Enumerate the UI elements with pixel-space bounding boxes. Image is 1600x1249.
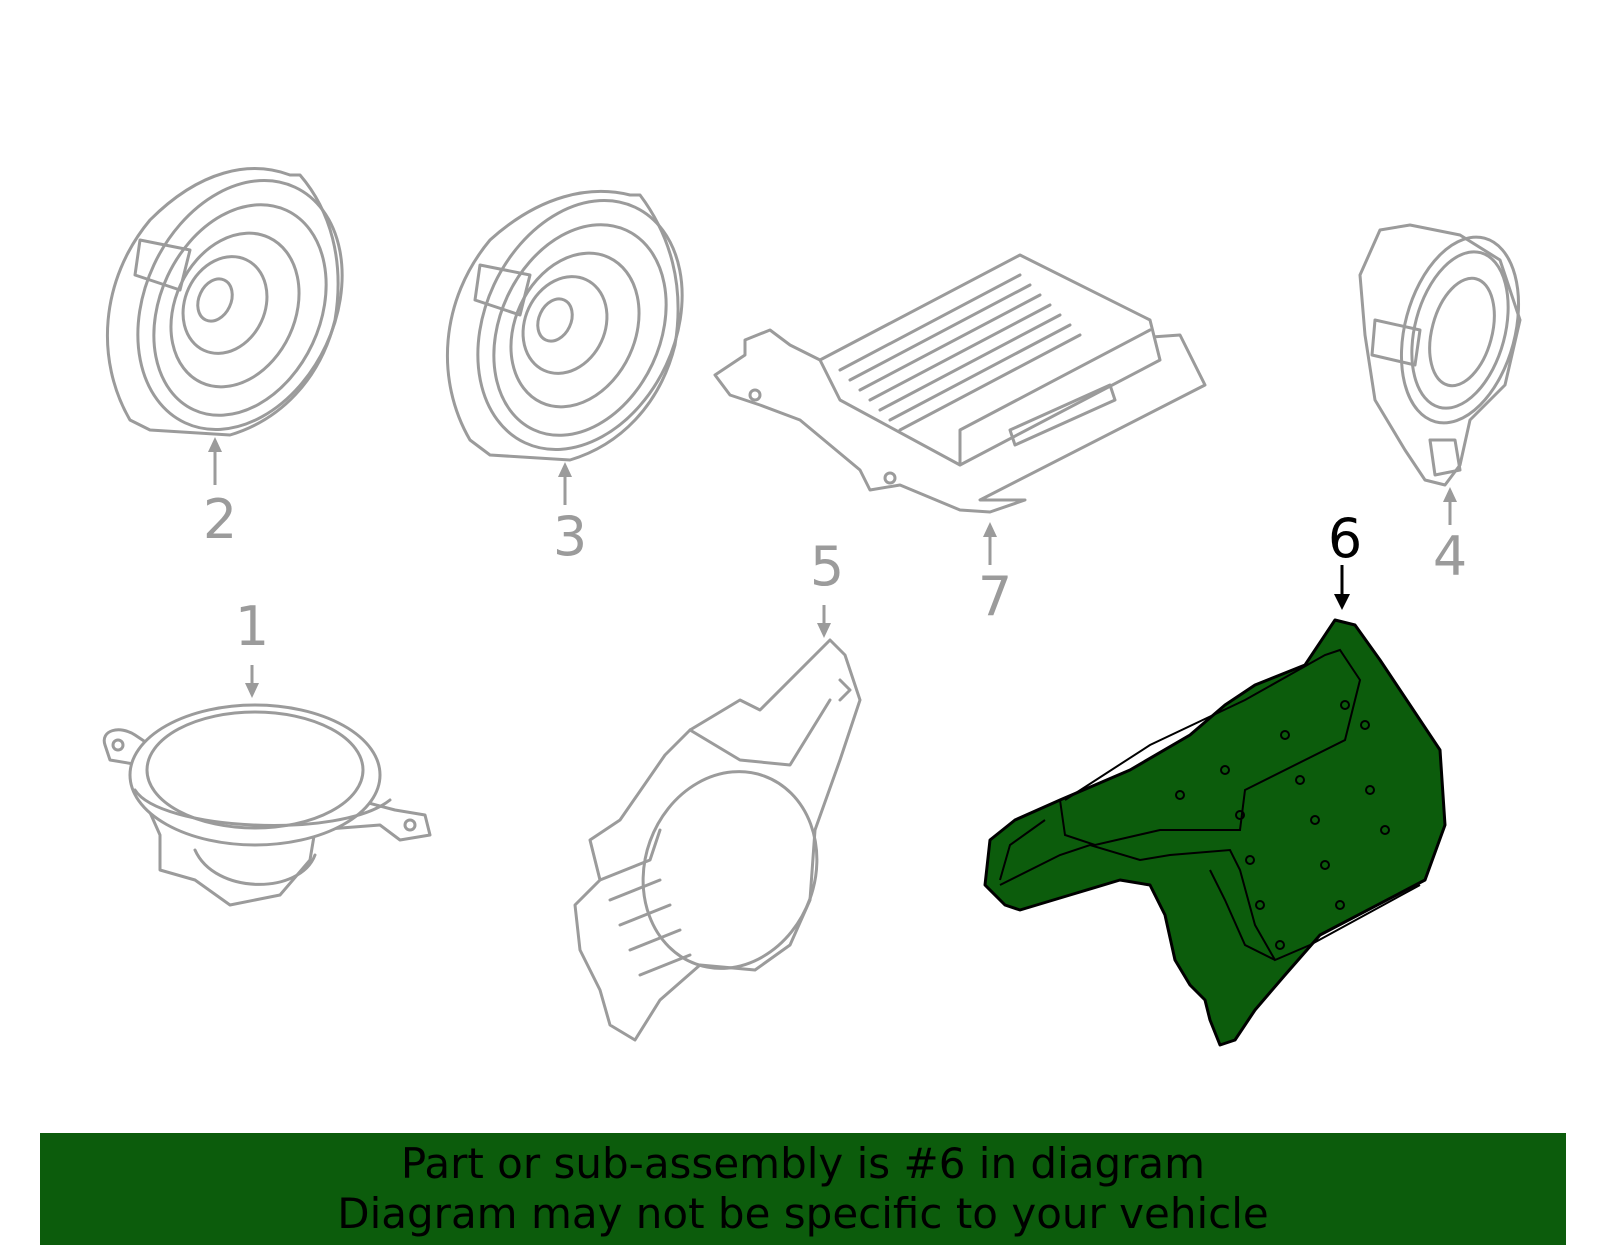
callout-1-arrow — [245, 665, 259, 698]
part-4-tweeter[interactable] — [1358, 223, 1538, 487]
callout-2[interactable]: 2 — [203, 488, 237, 551]
banner-line-1: Part or sub-assembly is #6 in diagram — [400, 1139, 1206, 1188]
parts-diagram: 2 3 7 4 — [99, 147, 1538, 1047]
callout-5-arrow — [817, 605, 831, 638]
callout-5[interactable]: 5 — [810, 535, 844, 598]
callout-6-arrow — [1334, 565, 1350, 610]
callout-2-arrow — [208, 437, 222, 485]
callout-1[interactable]: 1 — [235, 595, 269, 658]
part-5-enclosure[interactable] — [573, 638, 862, 1042]
callout-7-arrow — [983, 522, 997, 565]
part-3-speaker[interactable] — [439, 167, 721, 483]
part-1-speaker[interactable] — [102, 703, 432, 907]
callout-3[interactable]: 3 — [553, 505, 587, 568]
part-7-amplifier[interactable] — [713, 253, 1207, 514]
callout-7[interactable]: 7 — [978, 565, 1012, 628]
callout-4[interactable]: 4 — [1433, 525, 1467, 588]
part-2-speaker[interactable] — [99, 147, 381, 463]
callout-6[interactable]: 6 — [1328, 507, 1362, 570]
banner-line-2: Diagram may not be specific to your vehi… — [337, 1189, 1269, 1238]
part-6-highlighted[interactable] — [983, 618, 1447, 1047]
callout-4-arrow — [1443, 487, 1457, 525]
callout-3-arrow — [558, 462, 572, 505]
info-banner: Part or sub-assembly is #6 in diagram Di… — [40, 1133, 1566, 1245]
